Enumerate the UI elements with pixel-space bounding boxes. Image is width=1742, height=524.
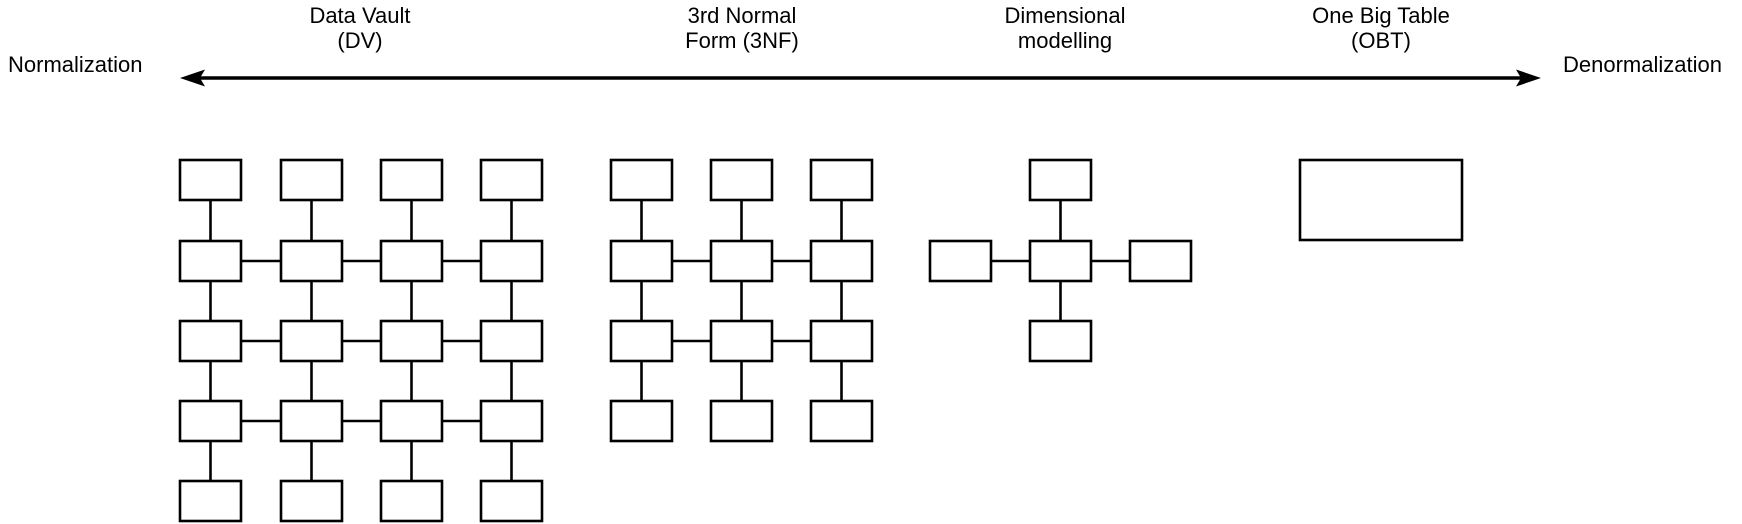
third-normal-form-schema-table — [609, 158, 674, 202]
category-label-line1: Dimensional — [1004, 3, 1126, 28]
data-vault-schema-table — [379, 319, 444, 363]
data-vault-schema-table — [379, 479, 444, 523]
category-label-line2: (OBT) — [1351, 28, 1411, 53]
data-vault-schema-table — [178, 399, 243, 443]
category-label-line2: (DV) — [337, 28, 383, 53]
category-label-line2: Form (3NF) — [685, 28, 799, 53]
third-normal-form-schema-table — [709, 319, 774, 363]
data-vault-schema-table — [479, 319, 544, 363]
category-label-3nf: 3rd Normal Form (3NF) — [632, 3, 852, 53]
data-vault-schema-table — [178, 319, 243, 363]
dimensional-star-schema-dimension-table — [928, 239, 993, 283]
third-normal-form-schema-table — [609, 239, 674, 283]
data-vault-schema-table — [479, 479, 544, 523]
one-big-table-schema-table — [1298, 158, 1464, 242]
data-vault-schema-table — [178, 479, 243, 523]
third-normal-form-schema-table — [609, 319, 674, 363]
third-normal-form-schema-table — [609, 399, 674, 443]
dimensional-star-schema-dimension-table — [1028, 319, 1093, 363]
category-label-line2: modelling — [1017, 28, 1113, 53]
third-normal-form-schema-table — [809, 319, 874, 363]
data-vault-schema-table — [178, 158, 243, 202]
dimensional-star-schema-fact-table — [1028, 239, 1093, 283]
data-vault-schema-table — [379, 158, 444, 202]
data-vault-schema-table — [279, 239, 344, 283]
arrowhead-left-icon — [180, 69, 205, 87]
data-vault-schema-table — [379, 239, 444, 283]
data-vault-schema-table — [279, 479, 344, 523]
arrowhead-right-icon — [1516, 69, 1541, 87]
dimensional-star-schema-dimension-table — [1128, 239, 1193, 283]
third-normal-form-schema-table — [709, 158, 774, 202]
category-label-data-vault: Data Vault (DV) — [250, 3, 470, 53]
data-vault-schema-table — [479, 239, 544, 283]
data-vault-schema-table — [178, 239, 243, 283]
category-label-line1: Data Vault — [309, 3, 411, 28]
category-label-obt: One Big Table (OBT) — [1271, 3, 1491, 53]
third-normal-form-schema-table — [809, 239, 874, 283]
dimensional-star-schema-dimension-table — [1028, 158, 1093, 202]
category-label-line1: 3rd Normal — [687, 3, 797, 28]
third-normal-form-schema-table — [809, 399, 874, 443]
category-label-line1: One Big Table — [1312, 3, 1450, 28]
data-vault-schema-table — [479, 158, 544, 202]
normalization-label: Normalization — [8, 52, 143, 77]
third-normal-form-schema-table — [709, 399, 774, 443]
data-vault-schema-table — [379, 399, 444, 443]
data-vault-schema-table — [279, 319, 344, 363]
category-label-dimensional: Dimensional modelling — [955, 3, 1175, 53]
third-normal-form-schema-table — [709, 239, 774, 283]
denormalization-label: Denormalization — [1563, 52, 1722, 77]
data-vault-schema-table — [279, 399, 344, 443]
data-vault-schema-table — [479, 399, 544, 443]
third-normal-form-schema-table — [809, 158, 874, 202]
data-vault-schema-table — [279, 158, 344, 202]
